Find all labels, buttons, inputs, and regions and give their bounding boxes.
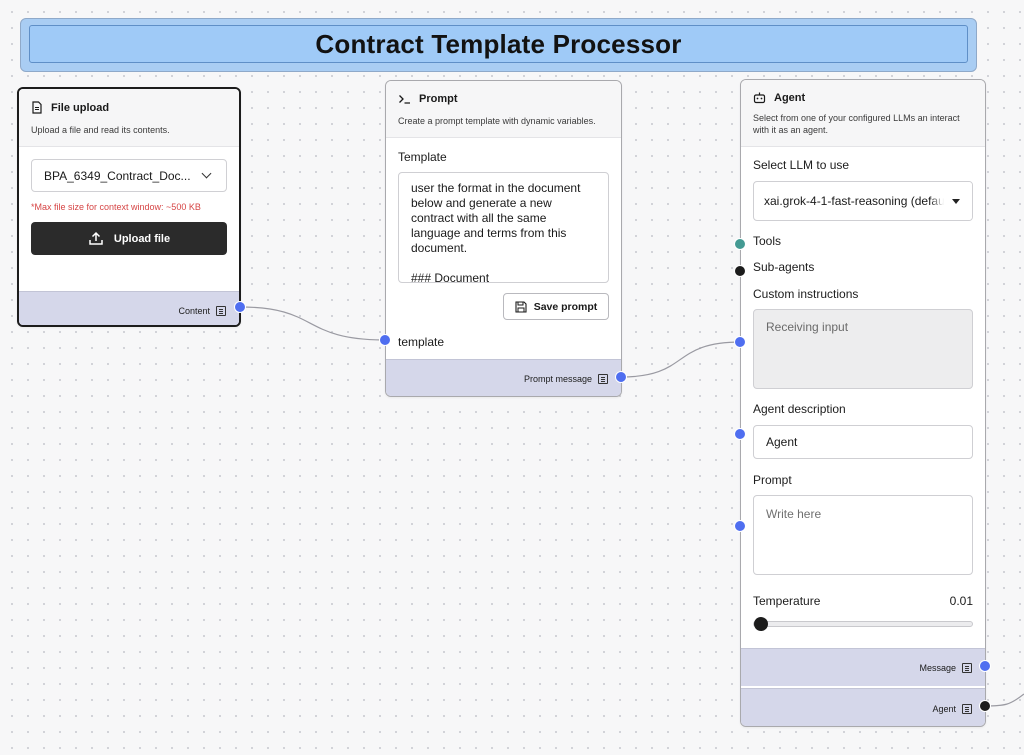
subagents-label: Sub-agents [753,260,815,274]
temperature-slider-thumb[interactable] [754,617,769,631]
save-prompt-label: Save prompt [533,300,598,313]
title-banner: Contract Template Processor [20,18,977,72]
tools-label: Tools [753,234,782,248]
custom-instructions-field: Receiving input [753,309,973,389]
chevron-down-icon [201,168,212,179]
prompt-title: Prompt [398,93,609,105]
agent-body: Select LLM to use xai.grok-4-1-fast-reas… [741,147,985,639]
custom-instructions-label: Custom instructions [753,287,859,301]
selected-llm: xai.grok-4-1-fast-reasoning (default) [764,194,955,208]
selected-file-name: BPA_6349_Contract_Doc... [44,168,191,183]
save-prompt-button[interactable]: Save prompt [503,293,609,320]
upload-file-label: Upload file [113,232,171,245]
agent-node[interactable]: Agent Select from one of your configured… [740,79,986,727]
agent-output-handle[interactable] [979,700,991,712]
output-type-icon [962,703,972,714]
title-banner-inner: Contract Template Processor [29,25,968,63]
agent-agent-output: Agent [741,688,985,726]
agent-description-label: Agent description [753,402,846,416]
prompt-description: Create a prompt template with dynamic va… [398,116,596,126]
file-size-warning: *Max file size for context window: ~500 … [31,202,201,212]
temperature-label: Temperature [753,594,821,608]
file-upload-header: File upload Upload a file and read its c… [19,89,239,147]
content-output-label: Content [178,305,210,316]
caret-down-icon [952,199,960,204]
prompt-header: Prompt Create a prompt template with dyn… [386,81,621,138]
prompt-node[interactable]: Prompt Create a prompt template with dyn… [385,80,622,397]
prompt-message-output-label: Prompt message [523,373,592,384]
prompt-label: Prompt [753,473,792,487]
wire-content-to-template [239,306,387,341]
agent-message-output: Message [741,648,985,686]
select-llm-label: Select LLM to use [753,158,850,172]
file-select-dropdown[interactable]: BPA_6349_Contract_Doc... [31,159,227,192]
agent-description: Select from one of your configured LLMs … [753,113,960,135]
flow-title: Contract Template Processor [315,28,682,59]
custom-instructions-input-handle[interactable] [734,336,746,348]
select-fade [930,182,944,220]
prompt-input-handle[interactable] [734,520,746,532]
temperature-value: 0.01 [949,594,973,608]
agent-description-input-handle[interactable] [734,428,746,440]
subagents-input-handle[interactable] [734,265,746,277]
file-upload-body: BPA_6349_Contract_Doc... *Max file size … [19,147,239,267]
robot-icon [753,92,766,104]
agent-description-input[interactable]: Agent [753,425,973,459]
tools-input-handle[interactable] [734,238,746,250]
message-output-handle[interactable] [979,660,991,672]
prompt-output: Prompt message [386,359,621,396]
agent-title-text: Agent [774,92,806,104]
file-upload-output: Content [19,291,239,325]
terminal-icon [399,95,410,104]
agent-title: Agent [753,92,973,104]
file-upload-description: Upload a file and read its contents. [31,125,170,135]
file-icon [32,101,42,114]
wire-prompt-to-agent [620,341,742,378]
prompt-body: Template user the format in the document… [386,138,621,361]
template-input-label: template [398,335,445,349]
file-upload-title: File upload [31,101,227,114]
temperature-slider[interactable] [753,617,973,631]
output-type-icon [598,373,608,384]
prompt-message-output-handle[interactable] [615,371,627,383]
save-icon [515,300,527,313]
message-output-label: Message [919,662,956,673]
agent-output-label: Agent [932,703,956,714]
file-upload-node[interactable]: File upload Upload a file and read its c… [17,87,241,327]
upload-icon [89,231,103,245]
template-label: Template [398,150,447,164]
content-output-handle[interactable] [234,301,246,313]
agent-header: Agent Select from one of your configured… [741,80,985,147]
temperature-row: Temperature 0.01 [753,594,973,608]
upload-file-button[interactable]: Upload file [31,222,227,255]
output-type-icon [962,662,972,673]
prompt-title-text: Prompt [419,93,458,105]
llm-select[interactable]: xai.grok-4-1-fast-reasoning (default) [753,181,973,221]
template-textarea[interactable]: user the format in the document below an… [398,172,609,283]
output-type-icon [216,305,226,316]
agent-prompt-input[interactable]: Write here [753,495,973,575]
file-upload-title-text: File upload [51,101,110,114]
template-input-handle[interactable] [379,334,391,346]
